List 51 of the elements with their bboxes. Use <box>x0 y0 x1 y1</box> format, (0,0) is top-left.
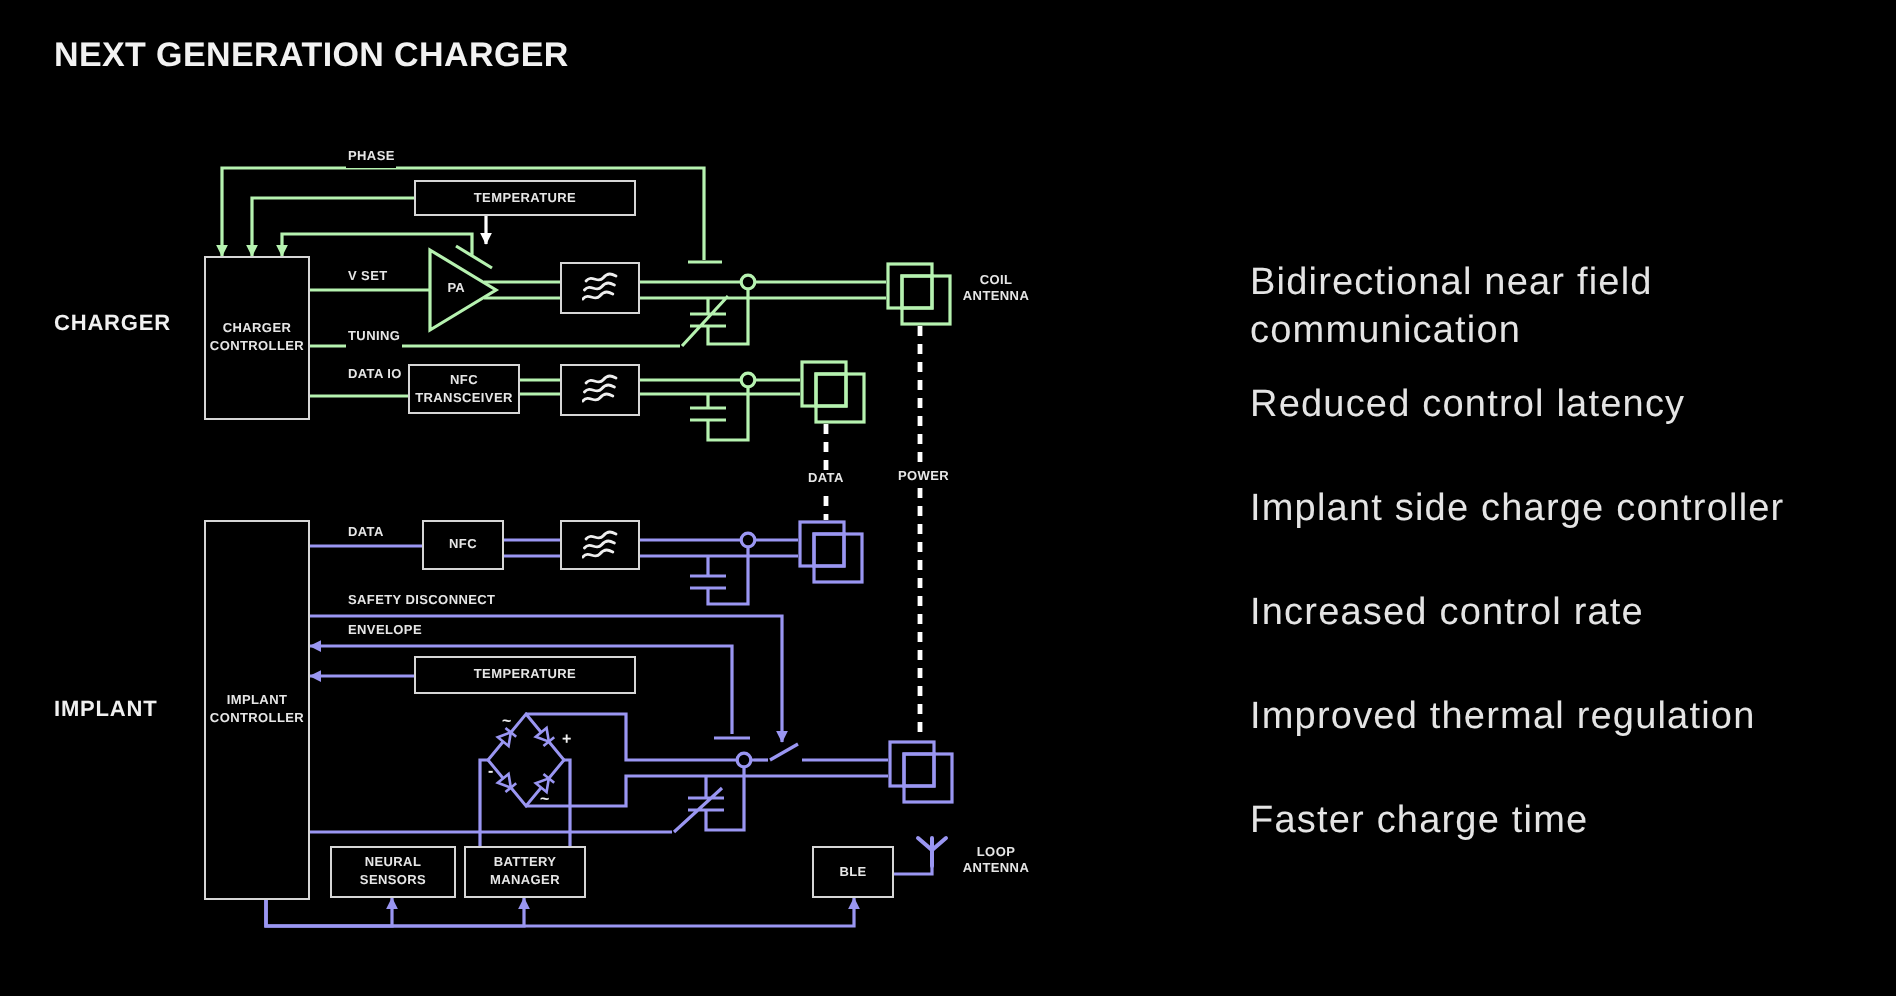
feature-text: Reduced control latency <box>1250 382 1688 430</box>
switch-symbol <box>768 742 802 762</box>
connector-line <box>310 830 672 834</box>
filter-box <box>560 262 640 314</box>
wireless-link-line <box>823 424 829 520</box>
connector-line <box>276 232 474 257</box>
connector-line <box>480 216 492 245</box>
terminal-sign: ~ <box>540 790 550 808</box>
connector-line <box>478 758 572 848</box>
connector-line <box>482 280 562 300</box>
capacitor-circuit <box>672 734 754 836</box>
connector-line <box>524 712 674 808</box>
connector-line <box>518 378 562 396</box>
feature-text: Increased control rate <box>1250 590 1646 638</box>
connector-line <box>502 538 562 558</box>
terminal-sign: - <box>488 762 494 780</box>
connector-line <box>309 640 734 734</box>
connector-line <box>638 378 802 396</box>
connector-line <box>310 394 408 398</box>
coil-symbol <box>886 262 952 326</box>
coil-symbol <box>800 360 866 424</box>
connector-line <box>754 758 768 762</box>
connector-line <box>309 670 414 682</box>
feature-text: Bidirectional near field communication <box>1250 260 1655 356</box>
coil-symbol <box>888 740 954 804</box>
filter-box <box>560 364 640 416</box>
connector-line <box>310 544 422 548</box>
terminal-sign: + <box>562 730 572 748</box>
connector-line <box>310 614 788 743</box>
antenna-icon <box>916 836 948 866</box>
connector-line <box>638 280 682 300</box>
connector-line <box>310 288 430 292</box>
section-label: IMPLANT <box>54 698 158 722</box>
feature-text: Faster charge time <box>1250 798 1591 846</box>
connector-line <box>756 280 888 300</box>
connector-line <box>754 774 888 778</box>
connector-line <box>264 897 860 928</box>
diagram-title: NEXT GENERATION CHARGER <box>54 36 569 76</box>
feature-text: Implant side charge controller <box>1250 486 1787 534</box>
connector-line <box>894 866 934 876</box>
connector-line <box>246 196 414 257</box>
section-label: CHARGER <box>54 312 171 336</box>
connector-line <box>216 166 706 260</box>
terminal-sign: ~ <box>502 712 512 730</box>
filter-box <box>560 520 640 570</box>
capacitor-circuit <box>680 260 758 350</box>
connector-line <box>802 758 888 762</box>
coil-symbol <box>798 520 864 584</box>
connector-line <box>638 538 800 558</box>
rectifier-bridge <box>486 712 566 808</box>
feature-text: Improved thermal regulation <box>1250 694 1758 742</box>
